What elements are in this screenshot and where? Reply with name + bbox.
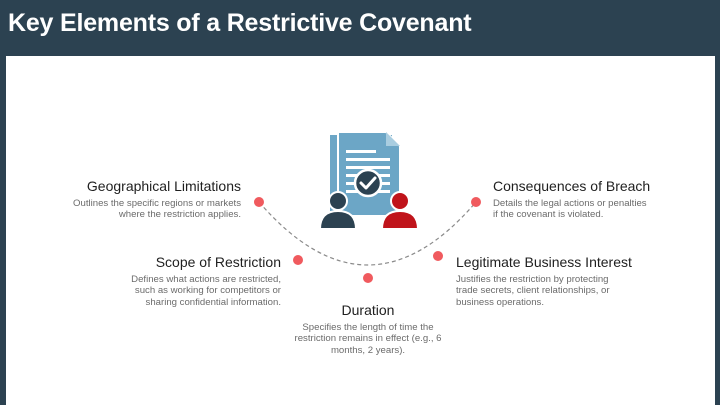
element-description: Justifies the restriction by protecting …	[456, 274, 610, 308]
marker-dot-duration	[363, 273, 373, 283]
element-title: Geographical Limitations	[86, 178, 241, 194]
marker-dot-scope	[293, 255, 303, 265]
dashed-arc-line	[258, 201, 477, 266]
element-description: Outlines the specific regions or markets…	[73, 198, 241, 221]
element-title: Scope of Restriction	[155, 254, 281, 270]
marker-dot-consequences	[471, 197, 481, 207]
person-icon-right	[380, 191, 420, 230]
element-description: Defines what actions are restricted, suc…	[131, 274, 281, 308]
timeline-arc	[254, 197, 481, 283]
covenant-document-icon	[318, 132, 420, 230]
element-geographical: Geographical Limitations Outlines the sp…	[73, 178, 241, 221]
element-description: Specifies the length of time the restric…	[294, 322, 442, 356]
content-panel: Geographical Limitations Outlines the sp…	[6, 56, 715, 405]
element-consequences: Consequences of Breach Details the legal…	[493, 178, 650, 221]
element-title: Duration	[341, 302, 395, 318]
page-title: Key Elements of a Restrictive Covenant	[8, 9, 472, 37]
element-title: Consequences of Breach	[493, 178, 651, 194]
element-interest: Legitimate Business Interest Justifies t…	[456, 254, 632, 308]
element-description: Details the legal actions or penalties i…	[493, 198, 647, 221]
marker-dot-geographical	[254, 197, 264, 207]
person-icon-left	[318, 191, 358, 230]
element-title: Legitimate Business Interest	[456, 254, 632, 270]
checkmark-badge-icon	[353, 168, 383, 198]
marker-dot-interest	[433, 251, 443, 261]
element-duration: Duration Specifies the length of time th…	[268, 302, 468, 356]
element-scope: Scope of Restriction Defines what action…	[131, 254, 281, 308]
